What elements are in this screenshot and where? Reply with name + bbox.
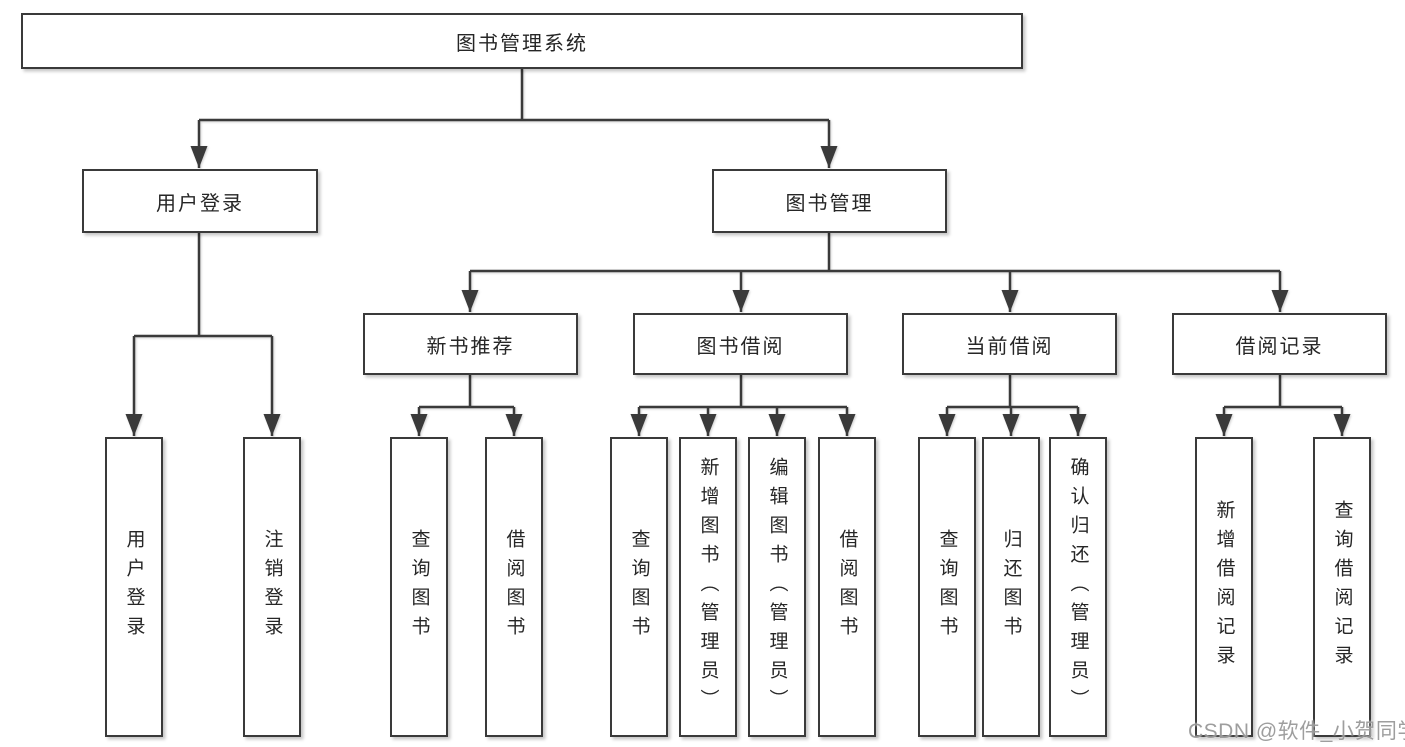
node-current-borrow-label: 当前借阅: [965, 335, 1054, 358]
leaf-records-query-record-label: 查询借阅记录: [1331, 500, 1353, 674]
leaf-user-login-label: 用户登录: [123, 529, 145, 645]
leaf-current-confirm-return-admin: 确认归还（管理员）: [1049, 437, 1107, 737]
leaf-logout-label: 注销登录: [261, 529, 283, 645]
node-borrow-records-label: 借阅记录: [1235, 335, 1324, 358]
node-book-borrow: 图书借阅: [633, 313, 848, 375]
node-new-book-recommend: 新书推荐: [363, 313, 578, 375]
leaf-user-login: 用户登录: [105, 437, 163, 737]
node-new-book-recommend-label: 新书推荐: [426, 335, 515, 358]
leaf-current-confirm-return-admin-label: 确认归还（管理员）: [1067, 456, 1089, 718]
node-borrow-records: 借阅记录: [1172, 313, 1387, 375]
leaf-recommend-query-books-label: 查询图书: [408, 529, 430, 645]
csdn-watermark: CSDN @软件_小贺同学: [1188, 720, 1405, 743]
leaf-recommend-borrow-books-label: 借阅图书: [503, 529, 525, 645]
node-root: 图书管理系统: [21, 13, 1023, 69]
node-user-login-label: 用户登录: [156, 192, 244, 215]
node-book-management-label: 图书管理: [785, 192, 874, 215]
leaf-borrow-query-books: 查询图书: [610, 437, 668, 737]
node-book-borrow-label: 图书借阅: [696, 335, 785, 358]
leaf-records-add-record: 新增借阅记录: [1195, 437, 1253, 737]
leaf-borrow-borrow-books-label: 借阅图书: [836, 529, 858, 645]
node-book-management: 图书管理: [712, 169, 947, 233]
leaf-borrow-edit-books-admin: 编辑图书（管理员）: [748, 437, 806, 737]
node-root-label: 图书管理系统: [456, 32, 588, 55]
leaf-recommend-borrow-books: 借阅图书: [485, 437, 543, 737]
leaf-logout: 注销登录: [243, 437, 301, 737]
leaf-borrow-edit-books-admin-label: 编辑图书（管理员）: [766, 456, 788, 718]
leaf-current-query-books: 查询图书: [918, 437, 976, 737]
leaf-records-query-record: 查询借阅记录: [1313, 437, 1371, 737]
leaf-current-query-books-label: 查询图书: [936, 529, 958, 645]
leaf-recommend-query-books: 查询图书: [390, 437, 448, 737]
leaf-current-return-books-label: 归还图书: [1000, 529, 1022, 645]
leaf-borrow-add-books-admin: 新增图书（管理员）: [679, 437, 737, 737]
node-current-borrow: 当前借阅: [902, 313, 1117, 375]
leaf-records-add-record-label: 新增借阅记录: [1213, 500, 1235, 674]
node-user-login: 用户登录: [82, 169, 318, 233]
leaf-current-return-books: 归还图书: [982, 437, 1040, 737]
leaf-borrow-borrow-books: 借阅图书: [818, 437, 876, 737]
leaf-borrow-add-books-admin-label: 新增图书（管理员）: [697, 456, 719, 718]
leaf-borrow-query-books-label: 查询图书: [628, 529, 650, 645]
